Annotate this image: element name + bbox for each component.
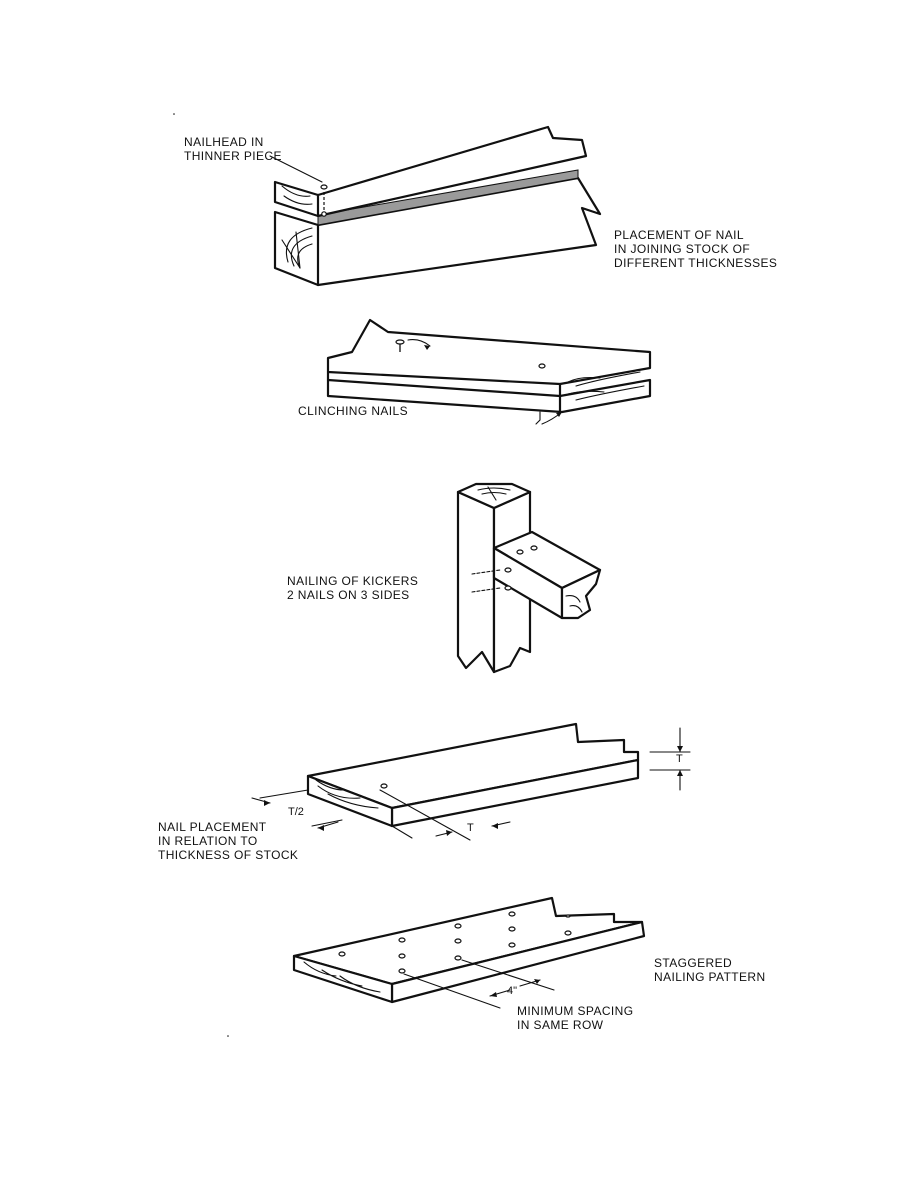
placement-figure: [251, 722, 691, 841]
clinching-caption: CLINCHING NAILS: [298, 404, 409, 418]
thin-board: [273, 125, 588, 218]
spacing-value: 4": [507, 985, 518, 997]
edge-thickness-dimension: T: [467, 822, 474, 834]
side-thickness-dimension: T: [676, 753, 683, 765]
nailhead-callout: NAILHEAD IN THINNER PIECE: [184, 135, 282, 163]
staggered-figure: [292, 896, 646, 1009]
post: [456, 490, 496, 674]
placement-caption: NAIL PLACEMENT IN RELATION TO THICKNESS …: [158, 820, 299, 862]
half-thickness-dimension: T/2: [288, 806, 304, 818]
spacing-label: MINIMUM SPACING IN SAME ROW: [517, 1004, 634, 1032]
joint-gap: [317, 169, 579, 226]
stagger-plank-end: [292, 954, 394, 1004]
thickness-joint-figure: [269, 125, 602, 287]
clinch-board-upper: [326, 318, 652, 386]
staggered-caption: STAGGERED NAILING PATTERN: [654, 956, 766, 984]
kicker-figure: [456, 482, 602, 674]
kickers-caption: NAILING OF KICKERS 2 NAILS ON 3 SIDES: [287, 574, 419, 602]
thickness-caption: PLACEMENT OF NAIL IN JOINING STOCK OF DI…: [614, 228, 778, 270]
clinching-figure: [326, 318, 652, 425]
